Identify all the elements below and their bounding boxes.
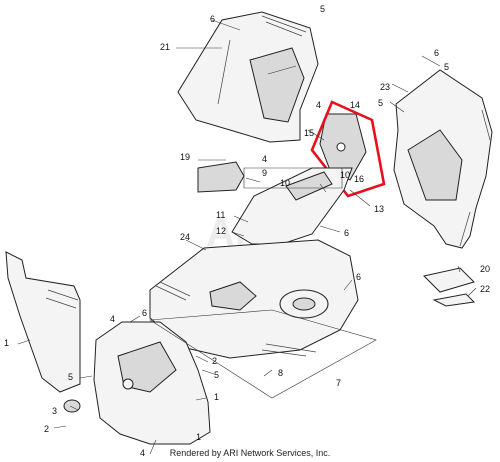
part-23-right-shroud[interactable] xyxy=(393,69,493,249)
callout-24: 24 xyxy=(180,232,190,242)
part-4-lower-panel[interactable] xyxy=(93,321,211,445)
callout-1-c: 1 xyxy=(196,432,201,442)
group-bracket-9 xyxy=(243,167,343,189)
part-20-plate[interactable] xyxy=(423,267,475,293)
callout-1-a: 1 xyxy=(4,338,9,348)
callout-2-b: 2 xyxy=(44,424,49,434)
callout-7: 7 xyxy=(336,378,341,388)
callout-16: 16 xyxy=(354,174,364,184)
part-21-strap[interactable] xyxy=(432,293,476,307)
callout-8: 8 xyxy=(278,368,283,378)
callout-4-d: 4 xyxy=(110,314,115,324)
callout-3: 3 xyxy=(52,406,57,416)
group-bracket-7 xyxy=(149,309,377,399)
part-22-left-shroud[interactable] xyxy=(177,11,319,143)
callout-5-d: 5 xyxy=(214,370,219,380)
callout-13: 13 xyxy=(374,204,384,214)
callout-5-c: 5 xyxy=(378,98,383,108)
callout-4-b: 4 xyxy=(262,154,267,164)
callout-10-b: 10 xyxy=(340,170,350,180)
footer-credit: Rendered by ARI Network Services, Inc. xyxy=(169,448,331,458)
callout-11: 11 xyxy=(216,210,225,220)
callout-15: 15 xyxy=(304,128,314,138)
callout-5-b: 5 xyxy=(444,62,449,72)
highlight-box xyxy=(310,100,386,198)
callout-4-a: 4 xyxy=(316,100,321,110)
callout-12: 12 xyxy=(216,226,226,236)
callout-6-d: 6 xyxy=(356,272,361,282)
callout-5-a: 5 xyxy=(320,4,325,14)
callout-10-a: 10 xyxy=(280,178,290,188)
part-1-left-panel[interactable] xyxy=(5,251,81,393)
callout-5-e: 5 xyxy=(68,372,73,382)
callout-21: 22 xyxy=(480,284,490,294)
callout-19: 19 xyxy=(180,152,190,162)
callout-22: 21 xyxy=(160,42,170,52)
callout-6-e: 6 xyxy=(142,308,147,318)
callout-20: 20 xyxy=(480,264,490,274)
callout-6-b: 6 xyxy=(344,228,349,238)
callout-2-a: 2 xyxy=(212,356,217,366)
part-3-knob[interactable] xyxy=(63,399,81,413)
callout-1-b: 1 xyxy=(214,392,219,402)
callout-6-a: 6 xyxy=(210,14,215,24)
callout-23: 23 xyxy=(380,82,390,92)
callout-6-c: 6 xyxy=(434,48,439,58)
callout-4-c: 4 xyxy=(140,448,145,458)
part-19-block[interactable] xyxy=(197,161,245,193)
callout-9: 9 xyxy=(262,168,267,178)
part-24-floor[interactable] xyxy=(149,239,359,359)
callout-14: 14 xyxy=(350,100,360,110)
